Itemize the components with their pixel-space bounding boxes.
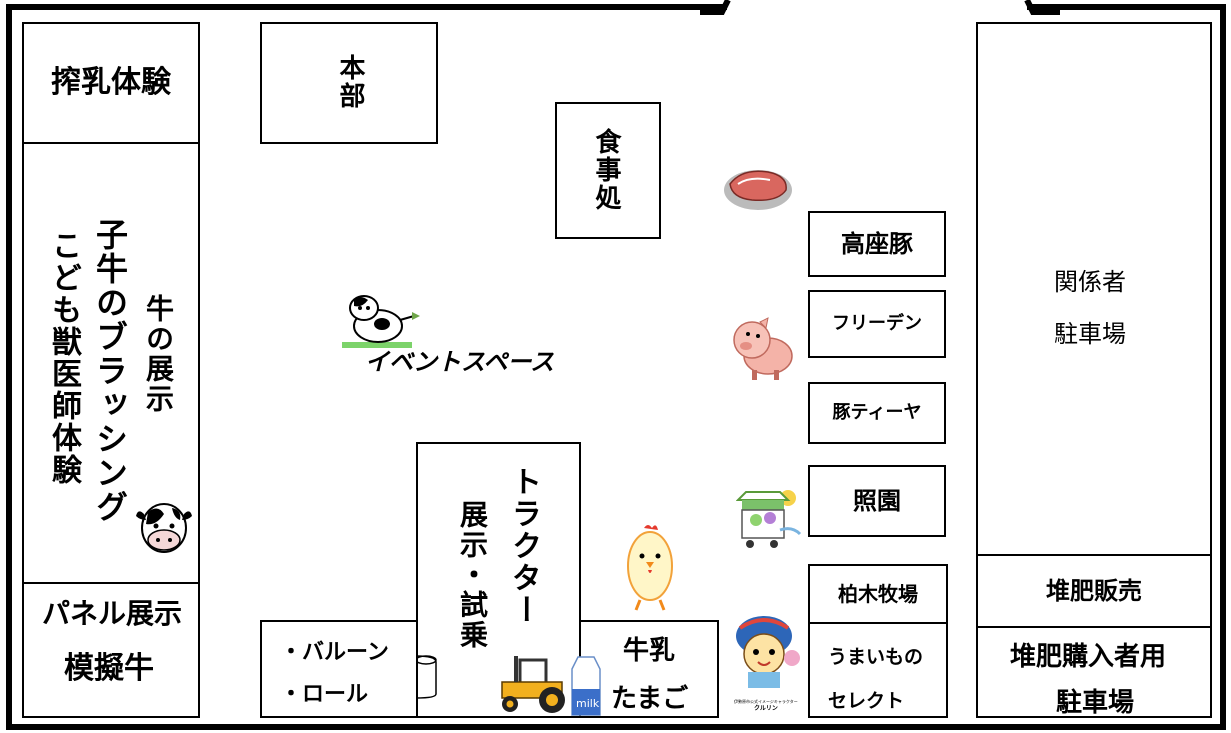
staff-parking-label-line2: 駐車場 xyxy=(1054,320,1126,348)
pig-icon xyxy=(733,317,793,380)
milk-label: 牛乳 xyxy=(623,636,676,666)
panel-exhibit-area: パネル展示 模擬牛 xyxy=(22,582,200,718)
meat-icon xyxy=(724,170,792,210)
headquarters-area: 本部 xyxy=(260,22,438,144)
staff-parking-label-line1: 関係者 xyxy=(1054,268,1126,296)
tonteaya-booth: 豚ティーヤ xyxy=(808,382,946,444)
koza-pork-booth: 高座豚 xyxy=(808,211,946,277)
venue-boundary xyxy=(6,4,1226,730)
shoen-booth: 照園 xyxy=(808,465,946,537)
mascot-name: クルリン xyxy=(754,705,778,712)
kashiwagi-farm-booth: 柏木牧場 xyxy=(808,564,948,624)
panel-exhibit-label: パネル展示 xyxy=(42,597,183,630)
freeden-booth: フリーデン xyxy=(808,290,946,358)
tractor-icon xyxy=(501,656,565,713)
umaimono-label-line2: セレクト xyxy=(828,690,905,712)
freeden-label: フリーデン xyxy=(832,313,922,334)
balloon-roll-area: ・バルーン ・ロール xyxy=(260,620,418,718)
calf-brushing-area: 子牛のブラッシング こども獣医師体験 牛の展示 xyxy=(22,142,200,584)
koza-pork-label: 高座豚 xyxy=(841,230,913,258)
cow-face-icon xyxy=(136,503,192,553)
milk-carton-icon: milk xyxy=(571,656,601,716)
umaimono-select-booth: うまいもの セレクト xyxy=(808,622,948,718)
roll-label: ・ロール xyxy=(280,682,369,707)
roll-bale-icon xyxy=(416,655,437,699)
headquarters-label: 本部 xyxy=(335,54,365,110)
entrance-edges xyxy=(700,0,1060,15)
mascot-caption: 伊勢原市公式イメージキャラクター xyxy=(734,699,798,704)
shoen-label: 照園 xyxy=(853,487,901,515)
tractor-ride-label: 展示・試乗 xyxy=(456,500,489,650)
staff-parking-area: 関係者 駐車場 xyxy=(976,22,1212,556)
dining-label: 食事処 xyxy=(591,128,621,212)
produce-cart-icon xyxy=(736,490,802,548)
kashiwagi-farm-label: 柏木牧場 xyxy=(838,582,918,606)
calf-brushing-label: 子牛のブラッシング xyxy=(91,218,129,524)
top-entrance-gap xyxy=(727,0,1027,12)
kids-vet-label: こども獣医師体験 xyxy=(46,230,81,486)
chick-icon xyxy=(627,525,673,611)
eggs-label: たまご xyxy=(611,684,689,714)
compost-sales-area: 堆肥販売 xyxy=(976,554,1212,628)
umaimono-label-line1: うまいもの xyxy=(828,646,924,668)
event-space-label: イベントスペース xyxy=(365,348,555,376)
tonteaya-label: 豚ティーヤ xyxy=(832,402,922,423)
balloon-label: ・バルーン xyxy=(280,640,389,665)
mascot-icon xyxy=(736,616,800,688)
cow-mascot-icon xyxy=(342,295,420,348)
tractor-label: トラクター xyxy=(506,466,541,626)
tractor-exhibit-area: トラクター 展示・試乗 xyxy=(416,442,581,718)
compost-parking-label-line2: 駐車場 xyxy=(1056,688,1135,718)
cow-exhibit-label: 牛の展示 xyxy=(142,294,175,414)
compost-sales-label: 堆肥販売 xyxy=(1046,577,1142,605)
milk-carton-text: milk xyxy=(576,697,600,710)
milk-eggs-area: 牛乳 たまご xyxy=(579,620,719,718)
dining-area: 食事処 xyxy=(555,102,661,239)
model-cow-label: 模擬牛 xyxy=(64,651,154,686)
milking-experience-area: 搾乳体験 xyxy=(22,22,200,144)
milking-label: 搾乳体験 xyxy=(51,65,171,100)
compost-buyer-parking-area: 堆肥購入者用 駐車場 xyxy=(976,626,1212,718)
compost-parking-label-line1: 堆肥購入者用 xyxy=(1010,642,1167,672)
